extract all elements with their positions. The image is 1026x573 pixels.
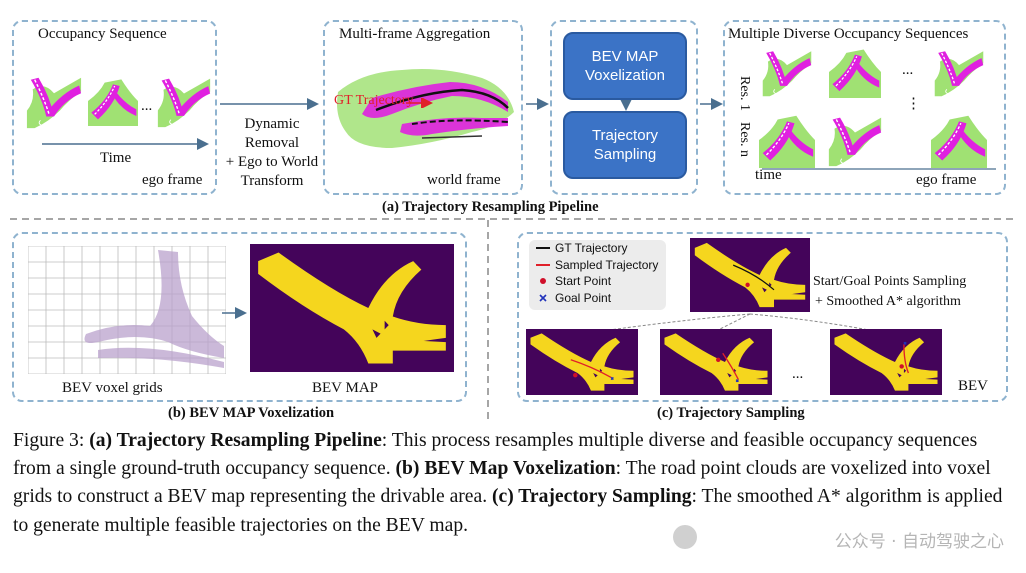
figure-caption-prefix: Figure 3: [13,430,90,451]
bev-label: BEV [958,378,988,394]
occupancy-thumb-2 [88,70,138,132]
occupancy-sequence-box [12,20,217,195]
diverse-sequences-title: Multiple Diverse Occupancy Sequences [728,26,969,42]
occupancy-ellipsis: ... [141,98,153,114]
res1-ellipsis: ... [902,62,914,78]
sampling-source-map [690,238,810,312]
gt-trajectory-pointer [406,98,433,108]
sampling-note-line1: Start/Goal Points Sampling [813,274,967,289]
sampled-map-2 [660,329,772,395]
voxelization-arrow [222,307,247,319]
steps-box [550,20,698,195]
sampled-map-1 [526,329,638,395]
legend-goal: Goal Point [529,290,666,307]
bev-voxelization-step: BEV MAP Voxelization [563,32,687,100]
aggregation-box [323,20,523,195]
res1-thumb-2 [826,46,884,98]
occupancy-sequence-title: Occupancy Sequence [38,26,167,42]
ego-frame-label-left: ego frame [142,172,203,188]
diverse-time-arrow [762,168,996,170]
trajectory-sampling-step: Trajectory Sampling [563,111,687,179]
caption-a-label: (a) Trajectory Resampling Pipeline [89,430,382,451]
legend-start: Start Point [529,273,666,290]
legend-sampled: Sampled Trajectory [536,257,659,272]
panel-c-caption: (c) Trajectory Sampling [657,405,805,421]
time-arrow [42,138,209,150]
res1-thumb-1 [758,46,816,98]
trajectory-legend: GT Trajectory Sampled Trajectory Start P… [529,240,666,310]
res1-thumb-3 [930,46,988,98]
resn-thumb-2 [826,112,884,168]
panel-b-caption: (b) BEV MAP Voxelization [168,405,335,421]
trajectory-sampling-box [517,232,1008,402]
ego-frame-label-right: ego frame [916,172,977,188]
gt-trajectory-label: GT Trajectory [334,93,414,108]
aggregation-arrow [526,98,549,110]
caption-b-text: : The road point clouds are voxelized in… [13,458,991,508]
caption-a-text: : This process resamples multiple divers… [13,430,978,480]
legend-gt: GT Trajectory [536,241,628,256]
time-label: Time [100,150,132,166]
caption-b-label: (b) BEV Map Voxelization [395,458,616,480]
occupancy-thumb-1 [25,70,83,132]
panel-a-caption: (a) Trajectory Resampling Pipeline [382,199,599,215]
watermark-logo-icon [673,525,697,549]
caption-c-label: (c) Trajectory Sampling [492,486,692,508]
figure-caption: Figure 3: (a) Trajectory Resampling Pipe… [13,427,1013,540]
aggregation-title: Multi-frame Aggregation [339,26,491,42]
vertical-ellipsis: ⋮ [906,96,921,112]
sampled-maps-ellipsis: ... [792,366,804,382]
voxel-grid [28,246,226,374]
horizontal-separator [10,218,1016,220]
occupancy-thumb-3 [156,70,212,132]
vertical-separator [487,220,489,422]
voxel-grids-label: BEV voxel grids [62,380,163,396]
caption-c-text: : The smoothed A* algorithm is applied t… [13,486,1003,536]
transform-arrow [220,98,319,110]
steps-arrow [620,100,632,111]
diverse-time-label: time [755,167,782,183]
steps-output-arrow [700,98,723,110]
voxelization-box [12,232,467,402]
res-n-label: Res. n [737,122,752,157]
aggregation-image [337,69,514,148]
transform-text: Dynamic Removal + Ego to World Transform [225,116,319,189]
resn-thumb-1 [758,112,816,168]
sampling-note-line2: + Smoothed A* algorithm [815,294,961,309]
bev-map-image [250,244,454,372]
bev-map-label: BEV MAP [312,380,378,396]
watermark-text: 公众号 · 自动驾驶之心 [834,532,1004,552]
diverse-sequences-box [723,20,1006,195]
world-frame-label: world frame [427,172,501,188]
res-1-label: Res. 1 [737,76,752,111]
sampled-map-n [830,329,942,395]
resn-thumb-3 [930,112,988,168]
